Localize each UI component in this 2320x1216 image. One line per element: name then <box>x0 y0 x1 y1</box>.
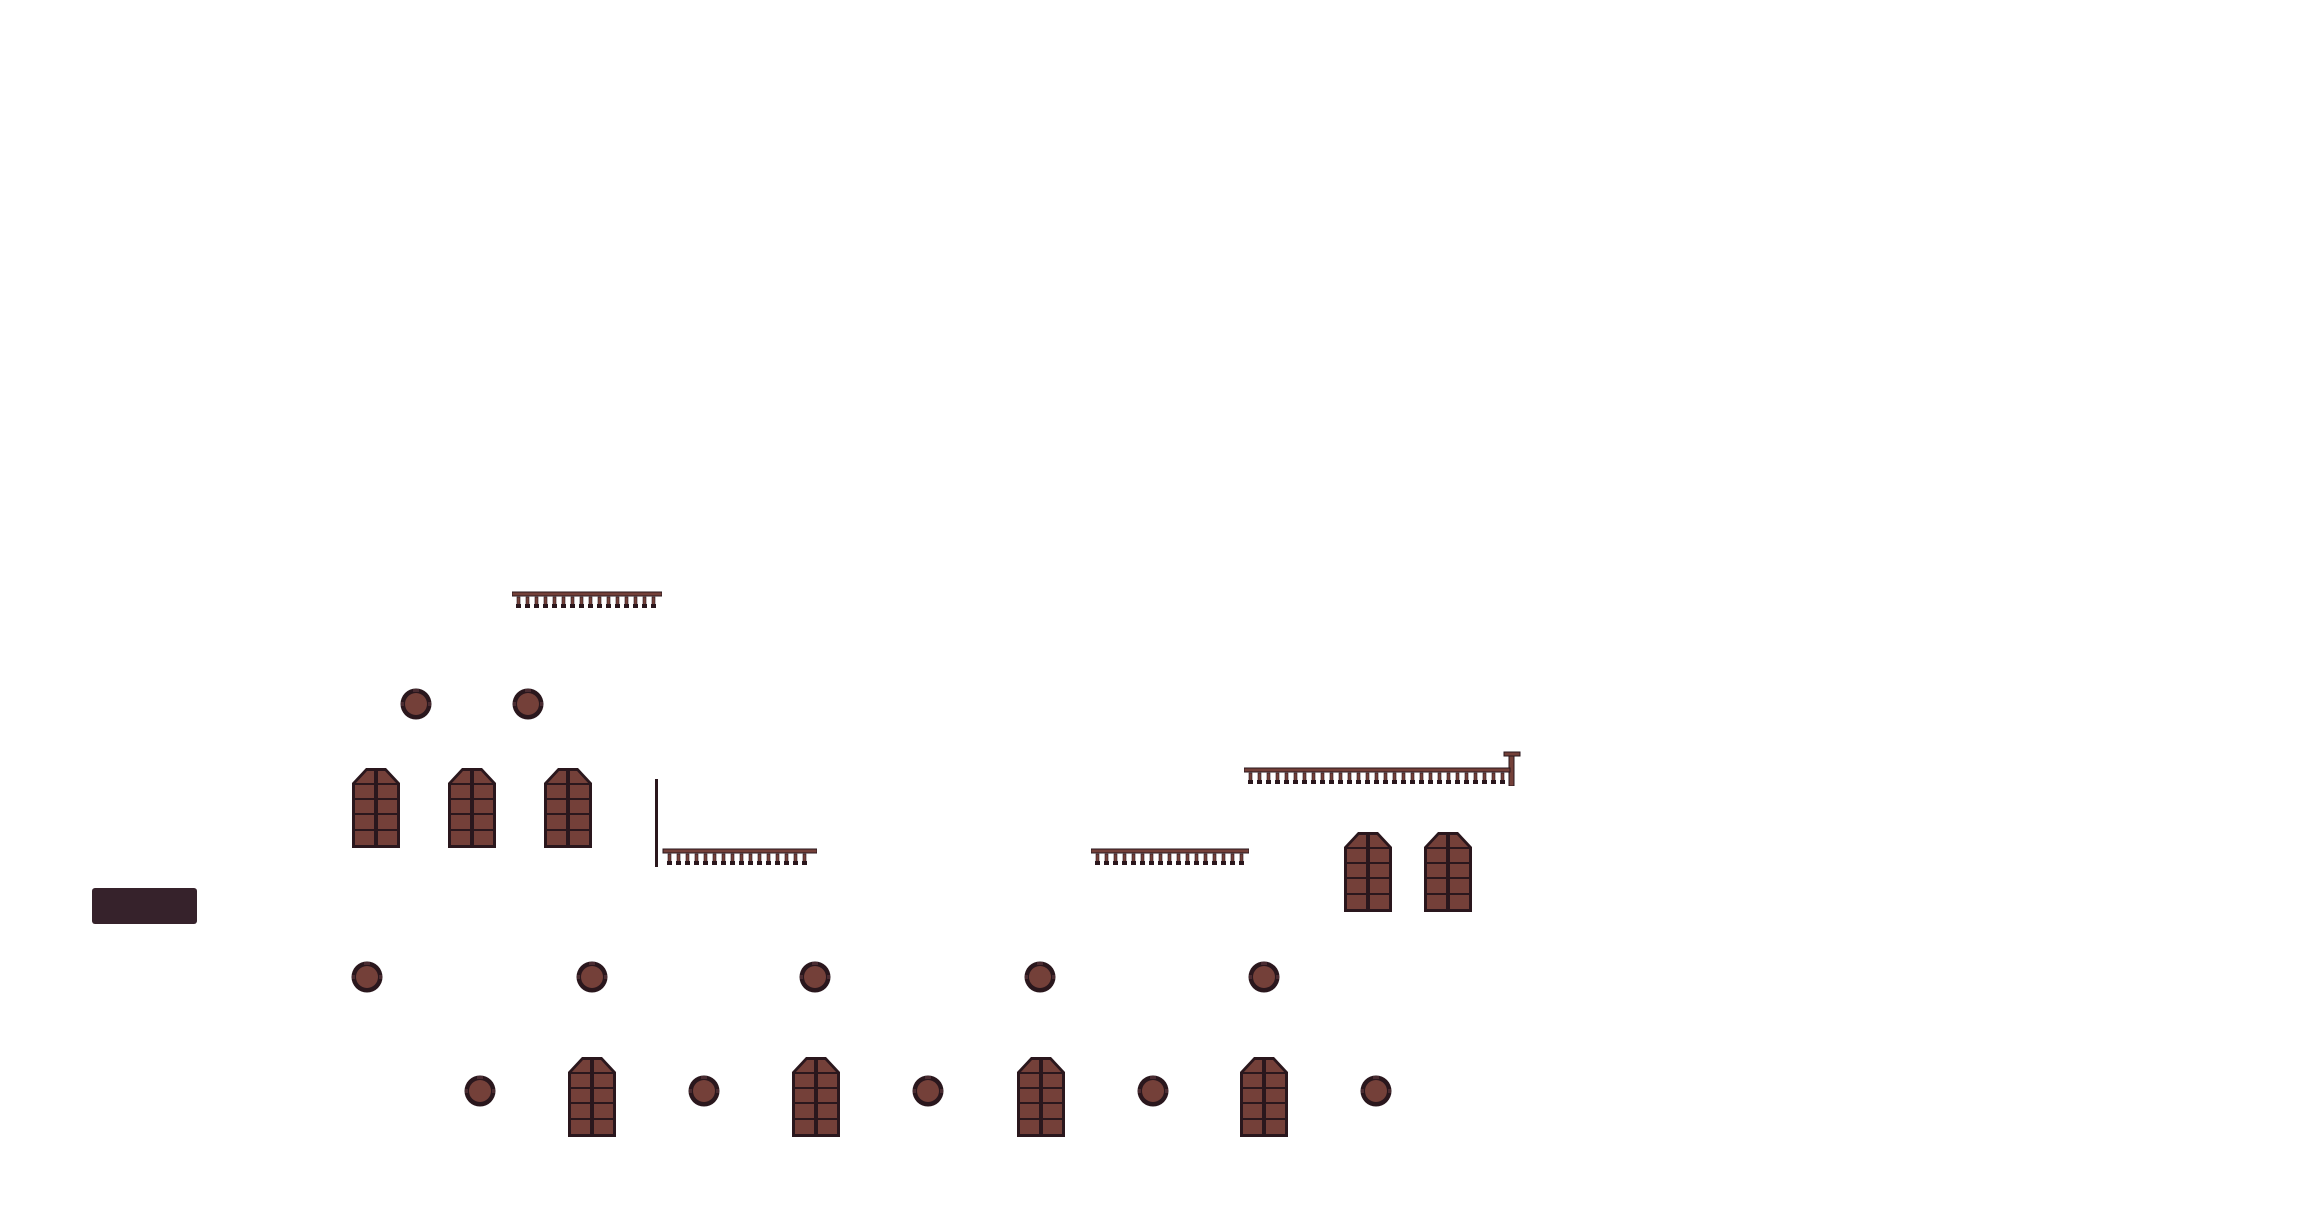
round-window-icon <box>1024 961 1056 993</box>
round-window-icon <box>799 961 831 993</box>
arched-door-icon <box>448 768 496 848</box>
round-window-icon <box>400 688 432 720</box>
arched-door-icon <box>792 1057 840 1137</box>
round-window-icon <box>351 961 383 993</box>
round-window-icon <box>1360 1075 1392 1107</box>
arched-door-icon <box>1240 1057 1288 1137</box>
round-window-icon <box>512 688 544 720</box>
balcony-railing-with-post <box>655 779 817 867</box>
round-window-icon <box>464 1075 496 1107</box>
balcony-railing <box>1091 848 1249 865</box>
arched-door-icon <box>568 1057 616 1137</box>
round-window-icon <box>912 1075 944 1107</box>
arched-door-icon <box>1017 1057 1065 1137</box>
dark-platform-block <box>92 888 197 924</box>
arched-door-icon <box>544 768 592 848</box>
round-window-icon <box>1137 1075 1169 1107</box>
balcony-railing-with-lamp-post <box>1244 751 1521 786</box>
balcony-railing <box>512 591 662 608</box>
round-window-icon <box>576 961 608 993</box>
arched-door-icon <box>1424 832 1472 912</box>
arched-door-icon <box>352 768 400 848</box>
round-window-icon <box>688 1075 720 1107</box>
round-window-icon <box>1248 961 1280 993</box>
arched-door-icon <box>1344 832 1392 912</box>
